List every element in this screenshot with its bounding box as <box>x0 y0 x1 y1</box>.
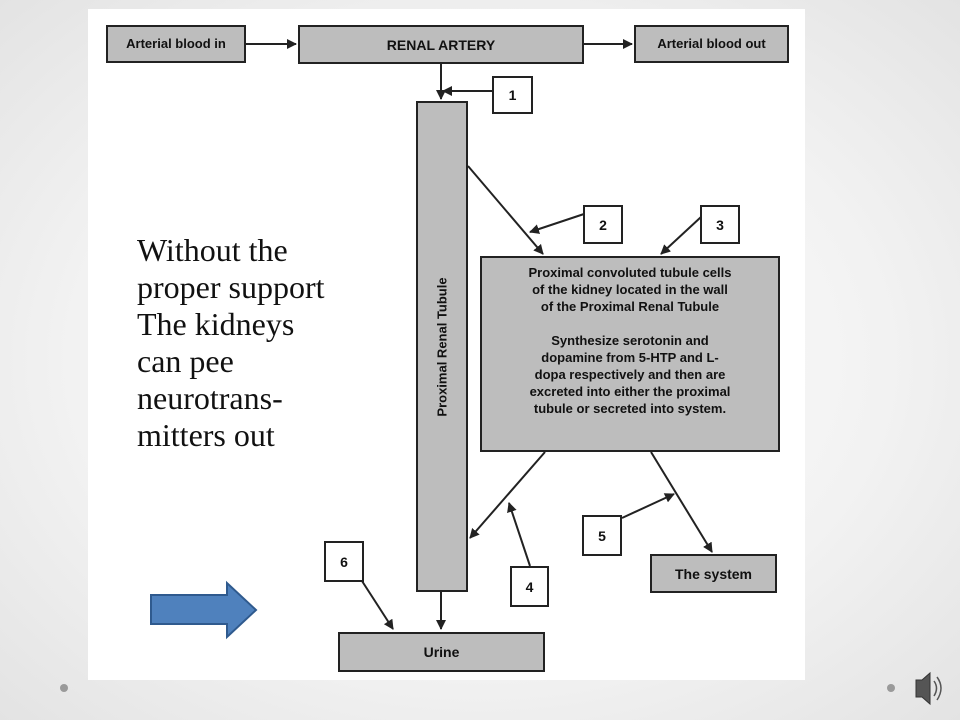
number-box-1: 1 <box>492 76 533 114</box>
caption-line: neurotrans- <box>137 380 283 416</box>
cells-box-paragraph-2: Synthesize serotonin and dopamine from 5… <box>482 332 778 417</box>
arrow-cells-to-tubule <box>469 451 546 539</box>
proximal-renal-tubule-box: Proximal Renal Tubule <box>416 101 468 592</box>
renal-artery-box: RENAL ARTERY <box>298 25 584 64</box>
cells-line: of the kidney located in the wall <box>532 282 728 297</box>
caption-line: can pee <box>137 343 234 379</box>
cells-line: of the Proximal Renal Tubule <box>540 299 720 314</box>
arrow-label-2 <box>529 213 585 234</box>
cells-line: excreted into either the proximal <box>529 384 731 399</box>
cells-line: Synthesize serotonin and <box>551 333 709 348</box>
arrow-tubule-to-cells <box>467 165 544 255</box>
urine-box: Urine <box>338 632 545 672</box>
arrow-label-4 <box>507 502 531 567</box>
number-box-4: 4 <box>510 566 549 607</box>
caption-line: Without the <box>137 232 288 268</box>
arterial-blood-in-box: Arterial blood in <box>106 25 246 63</box>
cells-box-paragraph-1: Proximal convoluted tubule cells of the … <box>482 264 778 315</box>
the-system-box: The system <box>650 554 777 593</box>
number-box-2: 2 <box>583 205 623 244</box>
slide-caption: Without the proper support The kidneys c… <box>137 232 397 454</box>
cells-line: tubule or secreted into system. <box>533 401 727 416</box>
number-box-5: 5 <box>582 515 622 556</box>
number-box-3: 3 <box>700 205 740 244</box>
proximal-renal-tubule-label: Proximal Renal Tubule <box>434 276 450 417</box>
number-box-6: 6 <box>324 541 364 582</box>
caption-line: proper support <box>137 269 325 305</box>
caption-line: The kidneys <box>137 306 295 342</box>
cells-line: Proximal convoluted tubule cells <box>528 265 732 280</box>
arrow-label-3 <box>660 216 702 255</box>
arterial-blood-out-box: Arterial blood out <box>634 25 789 63</box>
caption-line: mitters out <box>137 417 275 453</box>
arrow-label-5 <box>621 493 675 519</box>
arrow-label-6 <box>361 580 394 630</box>
cells-line: dopa respectively and then are <box>534 367 726 382</box>
arrow-cells-to-system <box>650 451 713 553</box>
right-arrow-icon[interactable] <box>150 580 258 640</box>
cells-line: dopamine from 5-HTP and L- <box>541 350 719 365</box>
speaker-icon[interactable] <box>915 671 942 706</box>
proximal-cells-box: Proximal convoluted tubule cells of the … <box>480 256 780 452</box>
